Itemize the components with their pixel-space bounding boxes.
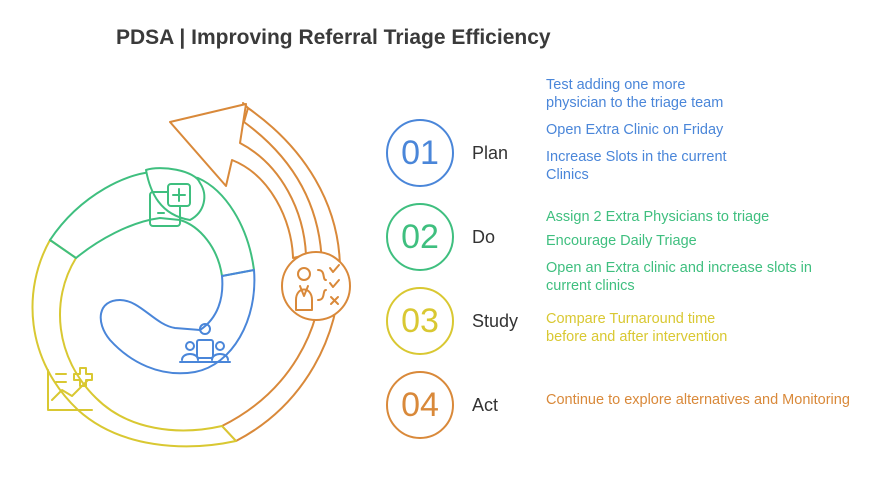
page-title: PDSA | Improving Referral Triage Efficie… — [116, 26, 551, 49]
pdsa-cycle-diagram — [31, 102, 351, 448]
stage-do: 02 Do — [386, 203, 586, 277]
physician-checklist-icon — [281, 251, 351, 321]
stage-point-plan: Test adding one more physician to the tr… — [546, 77, 724, 111]
stage-point-plan: Increase Slots in the current Clinics — [546, 149, 727, 183]
stage-point-study: Compare Turnaround time before and after… — [546, 311, 728, 345]
stage-number-act: 04 — [386, 371, 454, 439]
medical-document-icon — [145, 167, 206, 227]
stage-number-plan: 01 — [386, 119, 454, 187]
chart-medical-icon — [47, 367, 93, 411]
stage-point-do: Encourage Daily Triage — [546, 233, 697, 249]
stage-point-act: Continue to explore alternatives and Mon… — [546, 392, 850, 408]
stage-label-study: Study — [472, 311, 519, 331]
study-arrow-band — [31, 239, 237, 448]
stage-label-act: Act — [472, 395, 499, 415]
act-arrow-head — [169, 103, 307, 259]
do-arrow-band — [99, 269, 256, 375]
stage-point-do: Open an Extra clinic and increase slots … — [546, 260, 812, 294]
stage-plan: 01 Plan — [386, 119, 586, 193]
stage-point-do: Assign 2 Extra Physicians to triage — [546, 209, 770, 225]
stage-act: 04 Act — [386, 371, 586, 445]
stage-label-plan: Plan — [472, 143, 509, 163]
stage-number-study: 03 — [386, 287, 454, 355]
stage-label-do: Do — [472, 227, 496, 247]
team-meeting-icon — [179, 323, 231, 363]
stage-study: 03 Study — [386, 287, 586, 361]
stage-point-plan: Open Extra Clinic on Friday — [546, 122, 724, 138]
stage-number-do: 02 — [386, 203, 454, 271]
